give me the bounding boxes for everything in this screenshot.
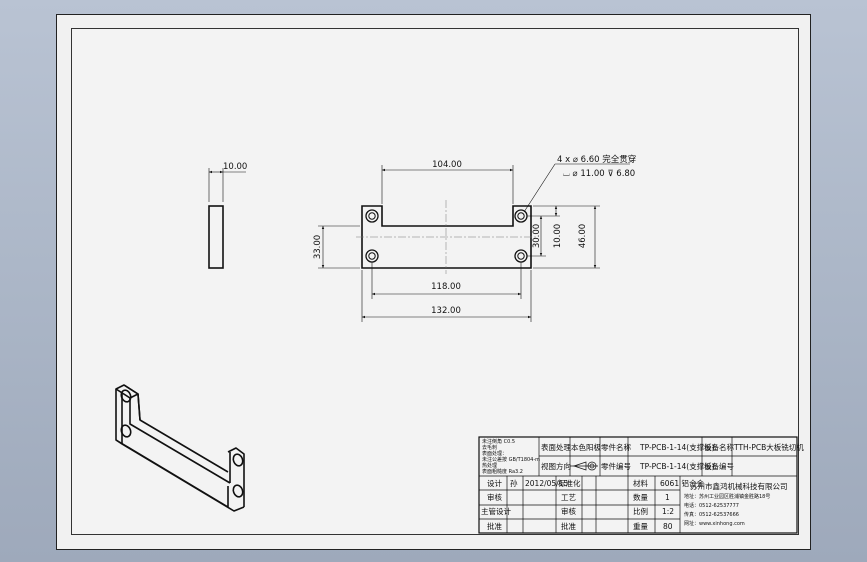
dim-overall-width: 132.00: [431, 306, 461, 316]
tb-approve-label: 主管设计: [481, 506, 511, 516]
tb-equip-name-label: 设备名称: [704, 442, 734, 452]
tb-note: 未注倒角 C0.5: [482, 438, 515, 445]
tb-company-fax: 传真：0512-62537666: [684, 511, 739, 518]
tb-material-value: 6061 铝合金: [660, 478, 704, 488]
dim-right-46: 46.00: [578, 224, 588, 248]
mounting-hole: [514, 209, 528, 223]
projection-symbol-icon: [570, 461, 598, 471]
side-thickness-dim: 10.00: [223, 162, 247, 172]
tb-review-label: 审核: [561, 506, 576, 516]
tb-note: 表面粗糙度 Ra3.2: [482, 468, 523, 475]
tb-scale-label: 比例: [633, 506, 648, 516]
tb-design-label: 设计: [487, 478, 502, 488]
tb-note: 未注公差按 GB/T1804-m: [482, 456, 540, 463]
hole-callout-2: ⌴ ⌀ 11.00 ⊽ 6.80: [563, 169, 635, 179]
side-view: 10.00: [208, 162, 247, 269]
tb-design-name: 孙: [510, 478, 518, 488]
tb-equip-name-value: TTH-PCB大板铣切机: [733, 442, 804, 452]
tb-view-label: 视图方向: [541, 461, 571, 471]
title-block: 未注倒角 C0.5 去毛刺 表面处理： 未注公差按 GB/T1804-m 热处理…: [478, 436, 804, 534]
tb-craft-label: 工艺: [561, 493, 576, 502]
dim-hole-spacing: 118.00: [431, 282, 461, 292]
tb-quantity-value: 1: [665, 493, 670, 502]
tb-surface-label: 表面处理: [541, 442, 571, 452]
tb-equip-no-label: 设备编号: [704, 461, 734, 471]
tb-design-date: 2012/05/15: [525, 479, 568, 488]
side-view-outline: [208, 205, 224, 269]
dim-top: 104.00: [432, 160, 462, 170]
hole-callout-1: 4 x ⌀ 6.60 完全贯穿: [557, 154, 636, 165]
dim-right-30: 30.00: [532, 224, 542, 248]
tb-company-web: 网址：www.xinhong.com: [684, 520, 745, 527]
mounting-hole: [514, 249, 528, 263]
tb-ratify-label: 批准: [487, 521, 502, 531]
tb-part-no-value: TP-PCB-1-14(支撑板): [639, 461, 715, 471]
isometric-view: [115, 384, 245, 512]
tb-surface-value: 本色阳极: [571, 442, 601, 452]
tb-part-name-value: TP-PCB-1-14(支撑板): [639, 442, 715, 452]
tb-note: 去毛刺: [482, 444, 497, 451]
tb-note: 表面处理：: [482, 450, 507, 457]
tb-quantity-label: 数量: [633, 492, 648, 502]
tb-weight-label: 重量: [633, 522, 648, 531]
mounting-hole: [365, 249, 379, 263]
tb-check-label: 审核: [487, 492, 502, 502]
tb-company-addr: 地址：苏州工业园区胜浦镇金胜路18号: [684, 493, 770, 500]
tb-part-name-label: 零件名称: [601, 442, 631, 452]
tb-company-tel: 电话：0512-62537777: [684, 502, 739, 509]
tb-standard-label: 标准化: [558, 478, 581, 488]
front-view: 104.00 33.00 118.00 132.00 30.00 10.00 4…: [313, 154, 636, 322]
tb-company-name: 苏州市鑫鸿机械科技有限公司: [690, 481, 788, 491]
front-view-outline: [361, 205, 532, 269]
tb-weight-value: 80: [663, 522, 673, 531]
mounting-hole: [365, 209, 379, 223]
tb-part-no-label: 零件编号: [601, 461, 631, 471]
tb-note: 热处理: [482, 462, 497, 469]
dim-right-10: 10.00: [553, 224, 563, 248]
dim-left-height: 33.00: [313, 235, 323, 259]
tb-material-label: 材料: [633, 478, 648, 488]
tb-ratify2-label: 批准: [561, 521, 576, 531]
tb-scale-value: 1:2: [662, 507, 674, 516]
